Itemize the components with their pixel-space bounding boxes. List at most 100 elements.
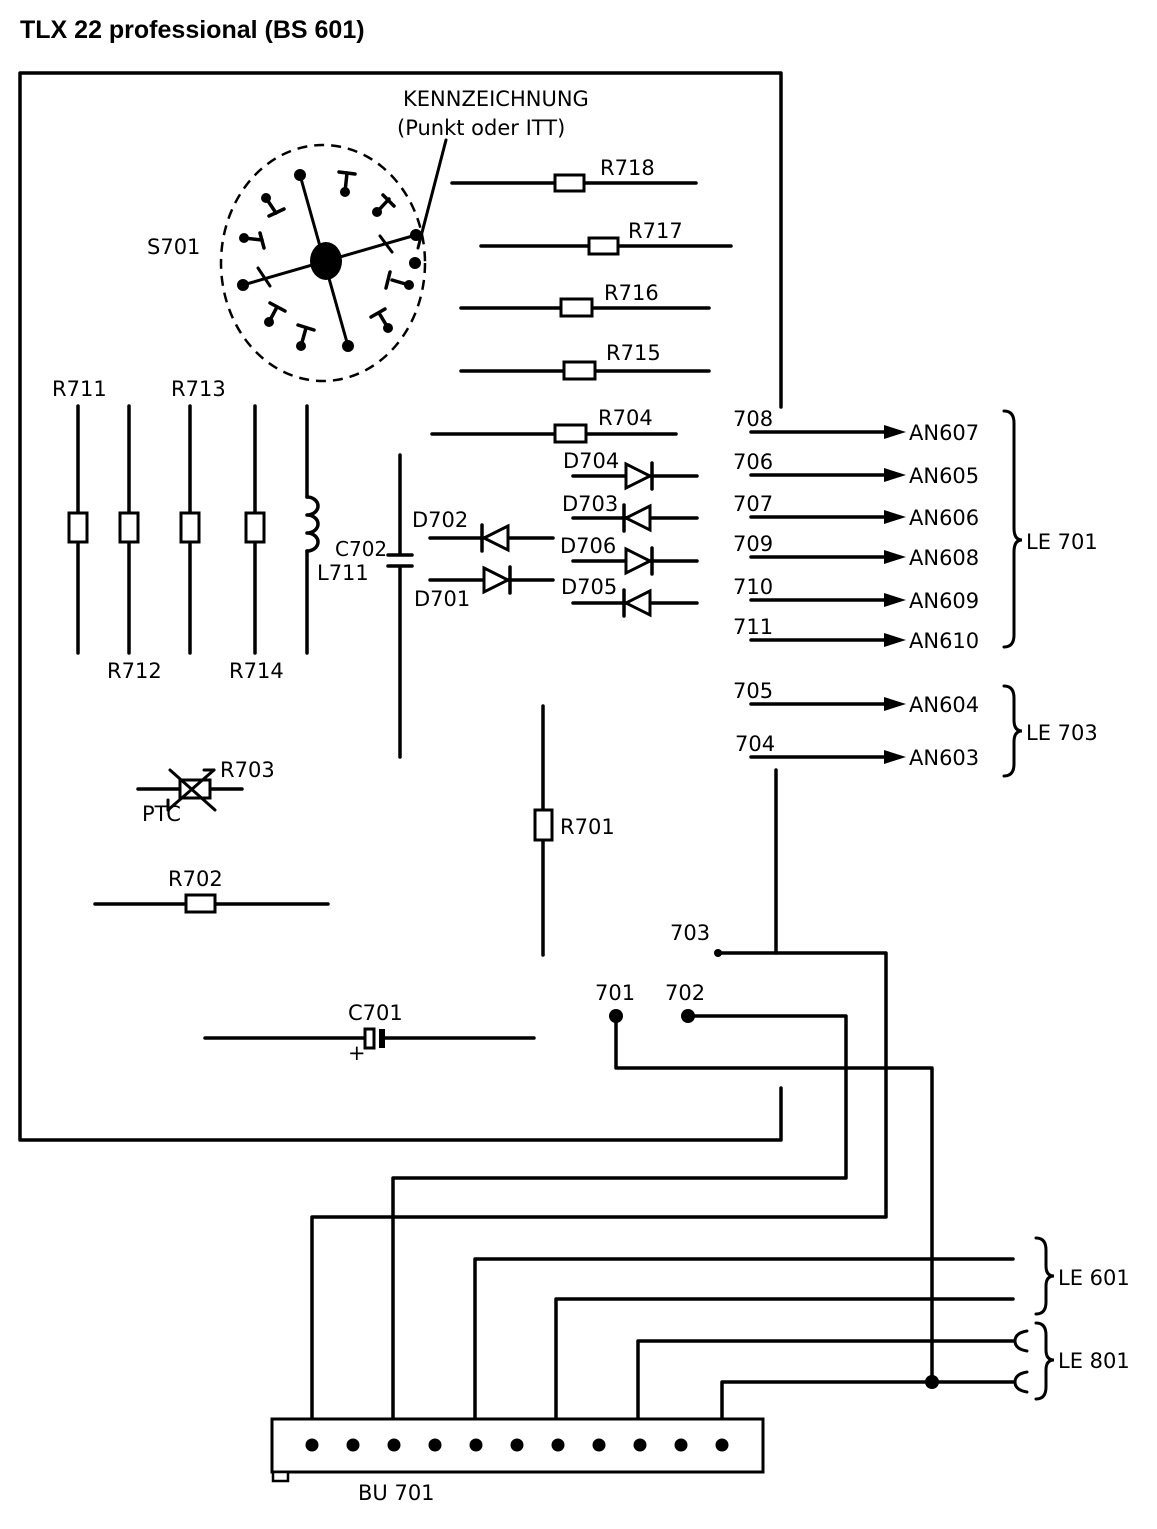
resistor-r702: R702: [93, 867, 330, 914]
switch-outline: [219, 143, 427, 383]
node-701-label: 701: [595, 981, 635, 1005]
d704-label: D704: [563, 449, 619, 473]
connector-pin: [469, 1438, 483, 1452]
resistor-r711: R711: [52, 377, 107, 655]
diode-d705: D705: [561, 575, 699, 618]
c701-polarity: +: [348, 1041, 366, 1065]
r714-label: R714: [229, 659, 284, 683]
node-702-label: 702: [665, 981, 705, 1005]
board-outline: [18, 71, 783, 1142]
rotary-switch-s701: S701: [147, 143, 427, 383]
marking-note: KENNZEICHNUNG (Punkt oder ITT): [397, 87, 589, 250]
marking-leader-line: [416, 138, 448, 250]
d702-label: D702: [412, 508, 468, 532]
marking-sublabel: (Punkt oder ITT): [397, 116, 565, 140]
connector-pin: [551, 1438, 565, 1452]
r713-label: R713: [171, 377, 226, 401]
c702-label: C702: [335, 537, 387, 561]
brace-le701: LE 701: [1002, 409, 1098, 649]
r703-label: R703: [220, 758, 275, 782]
resistor-r716: R716: [459, 281, 711, 318]
connector-pin: [387, 1438, 401, 1452]
le703-label: LE 703: [1026, 721, 1098, 745]
r711-label: R711: [52, 377, 107, 401]
capacitor-c702: C702: [335, 453, 414, 759]
pin-label: 709: [733, 532, 773, 556]
marking-label: KENNZEICHNUNG: [403, 87, 589, 111]
resistor-r718: R718: [450, 156, 698, 193]
r715-label: R715: [606, 341, 661, 365]
connector-pin: [346, 1438, 360, 1452]
arrow-icon: [884, 750, 906, 764]
wiring: 703 702 701: [310, 768, 1029, 1447]
target-label: AN610: [909, 629, 979, 653]
resistor-r717: R717: [479, 219, 733, 256]
diode-d701: D701: [414, 565, 555, 611]
d701-label: D701: [414, 587, 470, 611]
l711-label: L711: [317, 561, 369, 585]
r717-label: R717: [628, 219, 683, 243]
diode-d703: D703: [562, 492, 699, 533]
r712-label: R712: [107, 659, 162, 683]
target-label: AN605: [909, 464, 979, 488]
arrow-icon: [884, 633, 906, 647]
diode-d704: D704: [563, 449, 699, 491]
target-label: AN606: [909, 506, 979, 530]
connector-pin: [428, 1438, 442, 1452]
pin-label: 704: [735, 732, 775, 756]
d703-label: D703: [562, 492, 618, 516]
pin-label: 708: [733, 407, 773, 431]
resistor-r714: R714: [229, 404, 284, 683]
connector-pin: [305, 1438, 319, 1452]
arrow-icon: [884, 550, 906, 564]
d705-label: D705: [561, 575, 617, 599]
resistor-r701: R701: [533, 704, 615, 957]
capacitor-c701: C701 +: [203, 1001, 536, 1065]
node-703-label: 703: [670, 921, 710, 945]
arrow-icon: [884, 468, 906, 482]
r701-label: R701: [560, 815, 615, 839]
diode-d702: D702: [412, 508, 555, 553]
arrow-icon: [884, 593, 906, 607]
le601-label: LE 601: [1058, 1266, 1130, 1290]
r718-label: R718: [600, 156, 655, 180]
ptc-label: PTC: [142, 802, 181, 826]
r716-label: R716: [604, 281, 659, 305]
pin-label: 710: [733, 575, 773, 599]
arrow-icon: [884, 697, 906, 711]
diode-d706: D706: [560, 534, 699, 576]
arrow-icon: [884, 510, 906, 524]
resistor-r712: R712: [107, 404, 162, 683]
pin-label: 706: [733, 450, 773, 474]
le701-label: LE 701: [1026, 530, 1098, 554]
target-label: AN609: [909, 589, 979, 613]
connector-pin: [715, 1438, 729, 1452]
connector-pin: [633, 1438, 647, 1452]
thermistor-r703: R703 PTC: [136, 758, 275, 826]
le801-label: LE 801: [1058, 1349, 1130, 1373]
page-title: TLX 22 professional (BS 601): [20, 16, 365, 44]
pin-label: 707: [733, 492, 773, 516]
brace-le601: LE 601: [1034, 1236, 1130, 1316]
r702-label: R702: [168, 867, 223, 891]
resistor-r713: R713: [171, 377, 226, 655]
pin-label: 711: [733, 615, 773, 639]
connector-pin: [592, 1438, 606, 1452]
pin-label: 705: [733, 679, 773, 703]
target-label: AN608: [909, 546, 979, 570]
connector-pin: [510, 1438, 524, 1452]
connector-pin: [674, 1438, 688, 1452]
brace-le801: LE 801: [1034, 1321, 1130, 1401]
inductor-l711: L711: [305, 404, 369, 655]
target-label: AN603: [909, 746, 979, 770]
d706-label: D706: [560, 534, 616, 558]
switch-label: S701: [147, 235, 200, 259]
bu701-label: BU 701: [358, 1481, 435, 1505]
